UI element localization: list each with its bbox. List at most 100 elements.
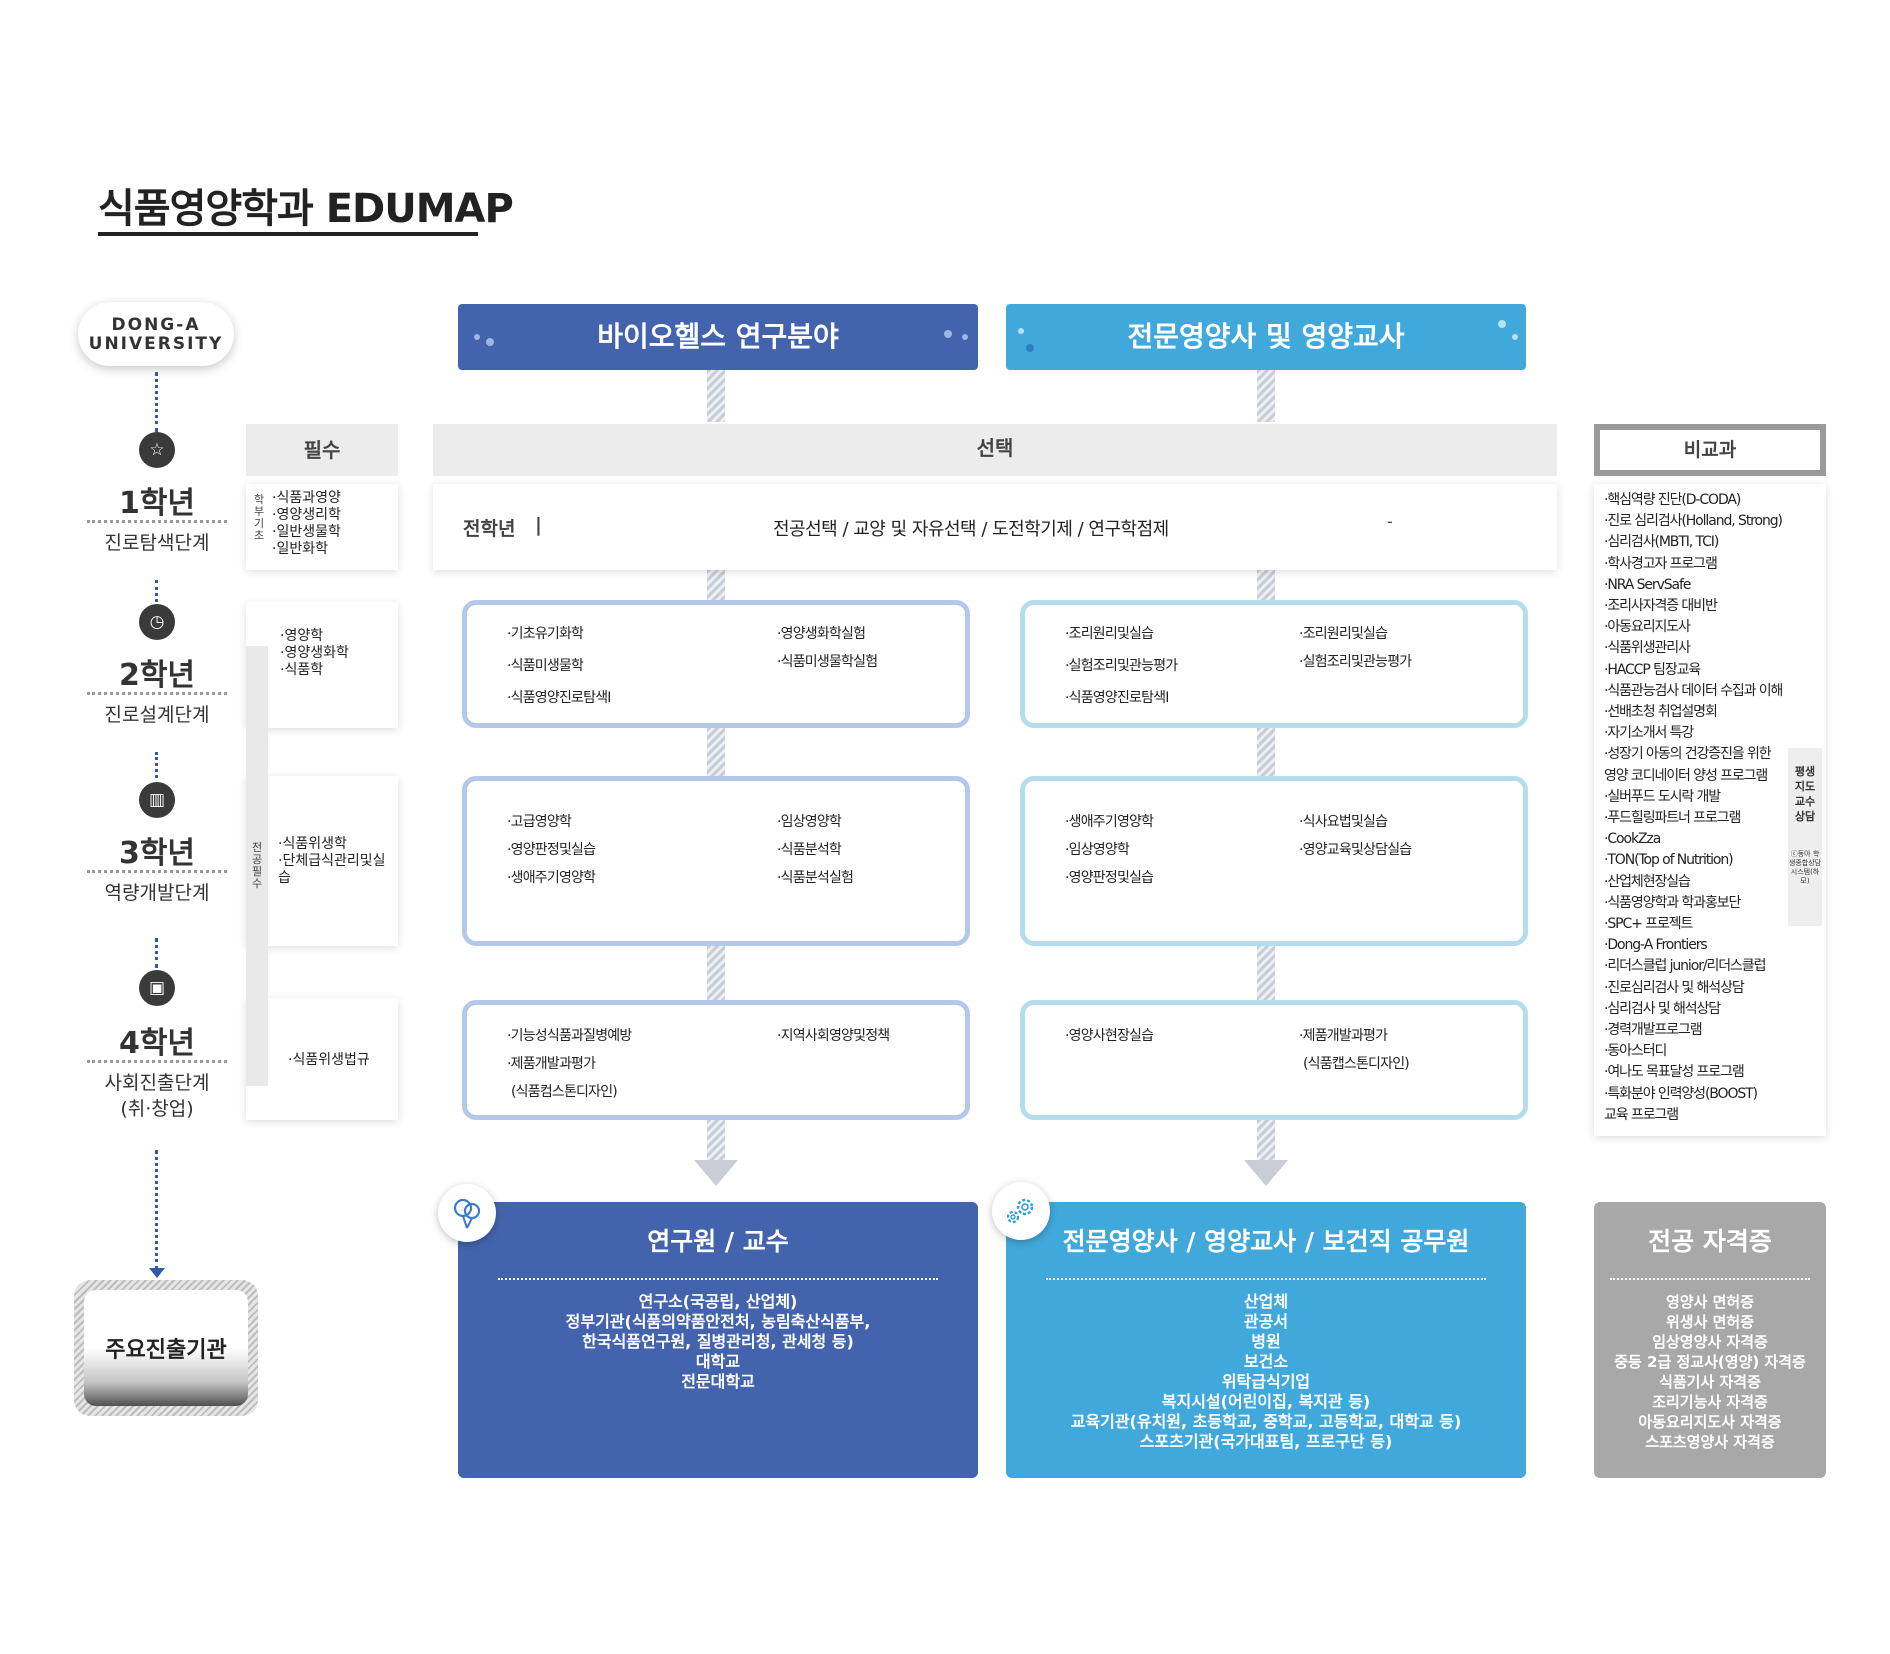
year-1-stage: 진로탐색단계 <box>104 532 210 554</box>
destination-item: 교육기관(유치원, 초등학교, 중학교, 고등학교, 대학교 등) <box>1070 1412 1462 1431</box>
destination-research-box: 연구원 / 교수 연구소(국공립, 산업체)정부기관(식품의약품안전처, 농림축… <box>458 1202 978 1478</box>
extracurricular-header-frame: 비교과 <box>1594 424 1826 476</box>
required-list-year4: ·식품위생법규 <box>288 1052 370 1069</box>
extracurricular-item: ·선배초청 취업설명회 <box>1604 704 1718 721</box>
destination-item: 대학교 <box>695 1352 741 1371</box>
major-required-tag: 전공필수 <box>251 841 263 890</box>
track-dietitian-title: 전문영양사 및 영양교사 <box>1127 320 1405 353</box>
flow-arrow-shaft <box>1257 1120 1275 1160</box>
course-item: ·생애주기영양학 <box>1065 814 1154 830</box>
course-item: (식품컴스톤디자인) <box>511 1084 618 1100</box>
extracurricular-list: ·핵심역량 진단(D-CODA)·진로 심리검사(Holland, Strong… <box>1604 490 1783 1126</box>
certificate-item: 식품기사 자격증 <box>1659 1373 1761 1391</box>
extracurricular-item: ·푸드힐링파트너 프로그램 <box>1604 810 1741 827</box>
decor-dot <box>1512 334 1518 340</box>
certificate-item: 임상영양사 자격증 <box>1652 1333 1768 1351</box>
destination-research-list: 연구소(국공립, 산업체)정부기관(식품의약품안전처, 농림축산식품부,한국식품… <box>458 1292 978 1392</box>
destination-item: 전문대학교 <box>681 1372 755 1391</box>
flow-arrowhead-icon <box>1244 1160 1288 1186</box>
extracurricular-header: 비교과 <box>1600 430 1820 470</box>
timeline-connector <box>155 372 158 432</box>
destination-item: 한국식품연구원, 질병관리청, 관세청 등) <box>582 1332 854 1351</box>
required-course: ·단체급식관리및실습 <box>278 853 386 886</box>
required-course: ·일반생물학 <box>272 524 341 540</box>
course-item: ·식품영양진로탐색Ⅰ <box>1065 690 1169 706</box>
certificate-item: 스포츠영양사 자격증 <box>1645 1433 1775 1451</box>
extracurricular-item: ·실버푸드 도시락 개발 <box>1604 788 1721 805</box>
year-divider <box>87 692 227 695</box>
destination-label: 주요진출기관 <box>84 1290 248 1406</box>
flow-arrow-shaft <box>707 1120 725 1160</box>
year-divider <box>87 1060 227 1063</box>
decor-dot <box>1018 328 1024 334</box>
course-item: ·식품분석학 <box>777 842 842 858</box>
course-item: ·임상영양학 <box>1065 842 1130 858</box>
destination-item: 연구소(국공립, 산업체) <box>638 1292 798 1311</box>
required-course: ·식품위생학 <box>278 836 347 852</box>
timeline-arrow-icon <box>149 1268 165 1278</box>
extracurricular-item: ·HACCP 팀장교육 <box>1604 661 1701 678</box>
all-years-separator: | <box>535 514 542 536</box>
required-course: ·식품학 <box>280 662 324 678</box>
track-biohealth-header: 바이오헬스 연구분야 <box>458 304 978 370</box>
flow-arrow-shaft <box>1257 728 1275 776</box>
course-item: ·실험조리및관능평가 <box>1299 654 1412 670</box>
required-card-year4: ·식품위생법규 <box>246 998 398 1120</box>
briefcase-icon: ▣ <box>139 970 175 1006</box>
flow-arrow-shaft <box>707 570 725 600</box>
year-2-stage: 진로설계단계 <box>104 704 210 726</box>
required-tag-basic: 학부기초 <box>253 493 265 542</box>
university-logo: DONG-A UNIVERSITY <box>78 302 234 366</box>
extracurricular-item: ·SPC+ 프로젝트 <box>1604 916 1693 933</box>
decor-dot <box>944 330 952 338</box>
extracurricular-item: ·식품위생관리사 <box>1604 640 1691 657</box>
destination-item: 병원 <box>1251 1332 1281 1351</box>
all-years-label: 전학년 <box>463 518 516 540</box>
extracurricular-item: ·CookZza <box>1604 831 1661 848</box>
all-years-elective-row: 전학년 | 전공선택 / 교양 및 자유선택 / 도전학기제 / 연구학점제 - <box>433 484 1557 570</box>
course-item: ·영양사현장실습 <box>1065 1028 1154 1044</box>
counseling-strip: 평생지도교수상담 ⓒ동아 학생종합상담시스템(하모) <box>1788 748 1822 926</box>
chart-icon: ▥ <box>139 782 175 818</box>
decor-dot <box>474 334 480 340</box>
extracurricular-item: ·진로심리검사 및 해석상담 <box>1604 979 1745 996</box>
course-item: ·영양판정및실습 <box>507 842 596 858</box>
destination-separator <box>498 1278 938 1280</box>
all-years-text: 전공선택 / 교양 및 자유선택 / 도전학기제 / 연구학점제 <box>773 519 1169 540</box>
year-4-stage: 사회진출단계 <box>104 1072 210 1094</box>
biohealth-year2-courses: ·기초유기화학 ·식품미생물학 ·식품영양진로탐색Ⅰ ·영양생화학실험 ·식품미… <box>462 600 970 728</box>
balloons-icon <box>438 1184 496 1242</box>
extracurricular-item: ·학사경고자 프로그램 <box>1604 555 1718 572</box>
page-title: 식품영양학과 EDUMAP <box>98 186 514 232</box>
required-card-year3: ·식품위생학 ·단체급식관리및실습 <box>246 776 398 946</box>
destination-dietitian-title: 전문영양사 / 영양교사 / 보건직 공무원 <box>1062 1227 1470 1256</box>
flow-arrowhead-icon <box>694 1160 738 1186</box>
course-item: ·식품영양진로탐색Ⅰ <box>507 690 611 706</box>
decor-dot <box>1498 320 1506 328</box>
counseling-tag: 평생지도교수상담 <box>1794 765 1816 823</box>
decor-dot <box>962 334 968 340</box>
star-icon: ☆ <box>139 432 175 468</box>
extracurricular-item: ·경력개발프로그램 <box>1604 1022 1703 1039</box>
extracurricular-item: ·심리검사 및 해석상담 <box>1604 1000 1721 1017</box>
extracurricular-item: ·진로 심리검사(Holland, Strong) <box>1604 513 1783 530</box>
course-item: ·식품분석실험 <box>777 870 854 886</box>
year-divider <box>87 870 227 873</box>
dietitian-year4-courses: ·영양사현장실습 ·제품개발과평가 (식품캡스톤디자인) <box>1020 1000 1528 1120</box>
year-1-title: 1학년 <box>118 486 196 521</box>
course-item: ·조리원리및실습 <box>1299 626 1388 642</box>
course-item: ·영양생화학실험 <box>777 626 866 642</box>
destination-item: 관공서 <box>1243 1312 1289 1331</box>
decor-dot <box>486 338 494 346</box>
extracurricular-item: ·성장기 아동의 건강증진을 위한 <box>1604 746 1772 763</box>
extracurricular-item: ·자기소개서 특강 <box>1604 725 1694 742</box>
logo-line2: UNIVERSITY <box>88 334 224 354</box>
required-course: ·식품과영양 <box>272 490 341 506</box>
required-list-year3: ·식품위생학 ·단체급식관리및실습 <box>278 836 398 887</box>
flow-arrow-shaft <box>707 728 725 776</box>
dietitian-year2-courses: ·조리원리및실습 ·실험조리및관능평가 ·식품영양진로탐색Ⅰ ·조리원리및실습 … <box>1020 600 1528 728</box>
certificate-item: 영양사 면허증 <box>1665 1293 1755 1311</box>
all-years-dash: - <box>1387 512 1393 531</box>
